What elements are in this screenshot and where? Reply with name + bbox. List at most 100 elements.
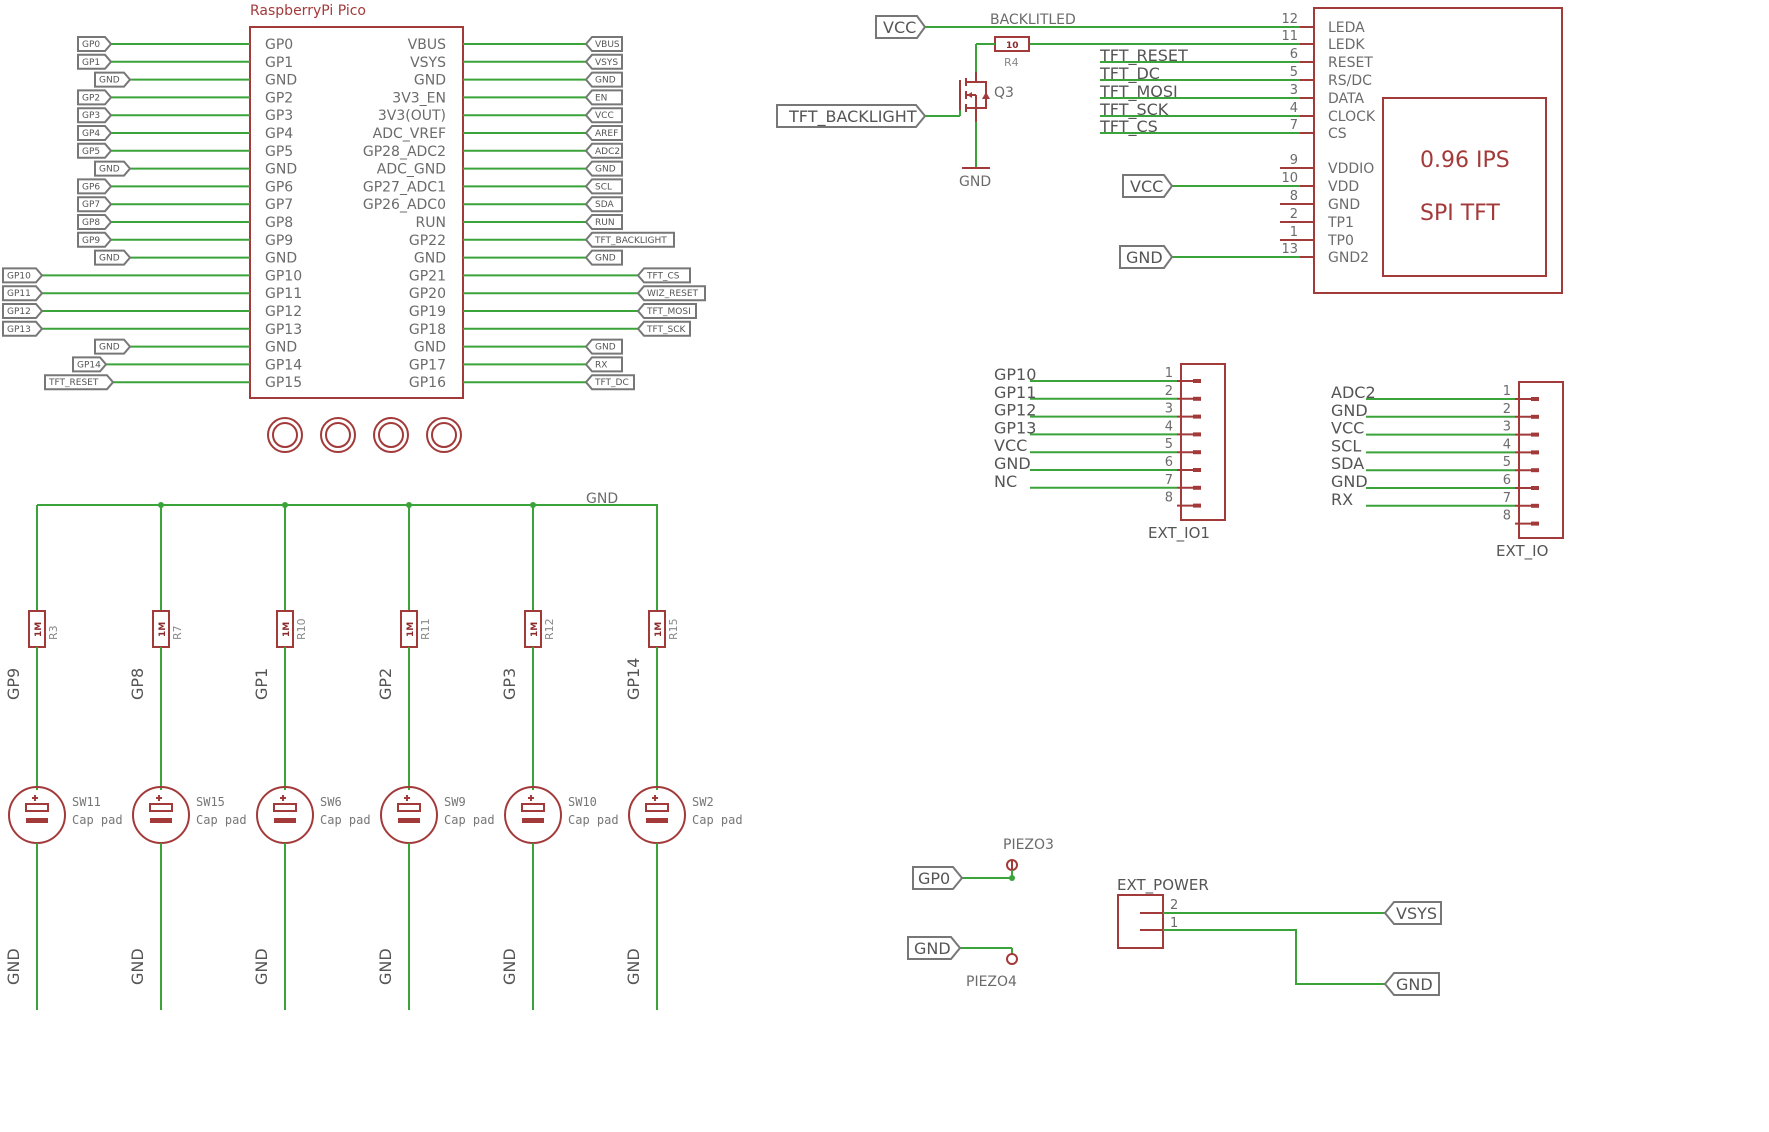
pico-right-flag-label: RX: [595, 360, 607, 370]
pad-gnd-label: GND: [252, 948, 271, 985]
connector-pin-number: 8: [1165, 491, 1173, 506]
connector-pin-number: 4: [1503, 437, 1511, 452]
vcc-flag: VCC: [875, 15, 927, 39]
connector-pin-end: [1531, 503, 1539, 508]
tft-pin-name: GND2: [1328, 250, 1369, 266]
pico-left-flag-label: GND: [99, 343, 120, 353]
cap-pad-plate2: [646, 818, 668, 823]
q3-source: [966, 107, 977, 122]
pico-right-pin-label: VSYS: [410, 55, 446, 71]
pico-right-pin-label: ADC_GND: [377, 162, 446, 178]
cap-pad-circle: [628, 786, 686, 844]
pico-right-flag: [636, 267, 691, 284]
pico-left-pin-label: GP13: [265, 322, 302, 338]
pico-right-flag: [584, 249, 623, 266]
pico-right-pin-label: RUN: [416, 215, 446, 231]
connector-pin-end: [1193, 503, 1201, 508]
tft-title-line1: 0.96 IPS: [1420, 148, 1510, 173]
pico-right-flag: [584, 374, 635, 391]
pico-left-pin-label: GP3: [265, 108, 293, 124]
pico-right-flag: [584, 160, 623, 177]
connector-pin-number: 1: [1165, 366, 1173, 381]
pico-left-flag: [77, 196, 113, 213]
cap-pad-circle: [380, 786, 438, 844]
connector-net-label: ADC2: [1331, 383, 1376, 402]
pad-resistor-name: R12: [543, 618, 556, 640]
mount-hole-inner: [272, 422, 298, 448]
piezo-gnd-flag-shape: [907, 936, 962, 960]
pico-left-flag-label: GP4: [82, 129, 100, 139]
pico-left-pin-label: GP6: [265, 179, 293, 195]
tft-screen: [1382, 97, 1547, 277]
power-gnd-flag-label: GND: [1396, 975, 1433, 994]
pico-left-flag: [94, 338, 132, 355]
pico-left-flag-label: GP12: [7, 307, 31, 317]
q3-drain: [966, 72, 977, 83]
wire-gnd-power: [1163, 929, 1385, 985]
pico-left-flag: [77, 231, 113, 248]
r4-name: R4: [1004, 56, 1019, 69]
pico-right-flag-label: TFT_BACKLIGHT: [594, 236, 667, 246]
pico-left-flag: [77, 178, 113, 195]
pico-right-flag: [584, 196, 623, 213]
pad-gnd-label: GND: [624, 948, 643, 985]
connector-net-label: SDA: [1331, 454, 1364, 473]
pico-left-flag-label: GP14: [77, 360, 101, 370]
vdd-vcc-flag: VCC: [1122, 174, 1174, 198]
pad-resistor-name: R3: [47, 625, 60, 640]
pico-right-pin-label: GP27_ADC1: [363, 179, 446, 195]
connector-pin-end: [1531, 450, 1539, 455]
tft-body: [1313, 7, 1563, 294]
pico-right-flag: [584, 231, 675, 248]
pico-right-pin-label: GP20: [409, 286, 446, 302]
pico-right-flag-label: VBUS: [595, 40, 620, 50]
pico-left-flag-label: GND: [99, 254, 120, 264]
tft-pin-name: CS: [1328, 126, 1347, 142]
cap-pad-plate2: [26, 818, 48, 823]
ext-io-body: [1518, 381, 1564, 539]
pad-resistor-value: 1M: [158, 622, 168, 637]
connector-pin-number: 6: [1503, 473, 1511, 488]
pico-left-flag-label: GP8: [82, 218, 100, 228]
pico-right-pin-label: ADC_VREF: [373, 126, 446, 142]
pad-gnd-label: GND: [128, 948, 147, 985]
pad-switch-label: Cap pad: [72, 813, 123, 827]
pico-right-flag-label: TFT_MOSI: [646, 307, 691, 317]
pico-right-flag-label: GND: [595, 343, 616, 353]
vdd-flag-shape: [1122, 174, 1174, 198]
tft-pin-name: LEDA: [1328, 20, 1365, 36]
pad-switch-name: SW2: [692, 795, 714, 809]
pico-left-flag: [77, 214, 113, 230]
ext-io1-body: [1180, 363, 1226, 521]
connector-pin-number: 3: [1503, 420, 1511, 435]
q3-diode: [982, 92, 990, 99]
pico-left-flag-label: GP2: [82, 93, 100, 103]
tft-pin-name: CLOCK: [1328, 109, 1376, 125]
pico-left-flag-label: GP13: [7, 325, 31, 335]
pad-switch-name: SW9: [444, 795, 466, 809]
pico-left-pin-label: GND: [265, 340, 297, 356]
tft-pin-number: 11: [1281, 29, 1298, 44]
tft-pin-name: RS/DC: [1328, 73, 1372, 89]
pico-left-flag: [77, 36, 113, 52]
tft-gnd-flag-label: GND: [1126, 248, 1163, 267]
connector-net-label: RX: [1331, 490, 1353, 509]
pad-resistor-name: R10: [295, 618, 308, 640]
r4-value: 10: [1006, 41, 1019, 51]
tft-pin-number: 10: [1281, 171, 1298, 186]
connector-pin-end: [1531, 432, 1539, 437]
pico-left-flag: [77, 142, 113, 159]
cap-pad-plate2: [398, 818, 420, 823]
pico-right-flag-label: SCL: [595, 182, 612, 192]
tft-pin-number: 8: [1290, 189, 1298, 204]
pico-right-flag-label: GND: [595, 76, 616, 86]
tft-gnd-flag: GND: [1119, 245, 1174, 269]
connector-pin-number: 2: [1503, 402, 1511, 417]
pico-left-flag-label: GND: [99, 165, 120, 175]
tft-backlight-flag: TFT_BACKLIGHT: [776, 104, 927, 128]
